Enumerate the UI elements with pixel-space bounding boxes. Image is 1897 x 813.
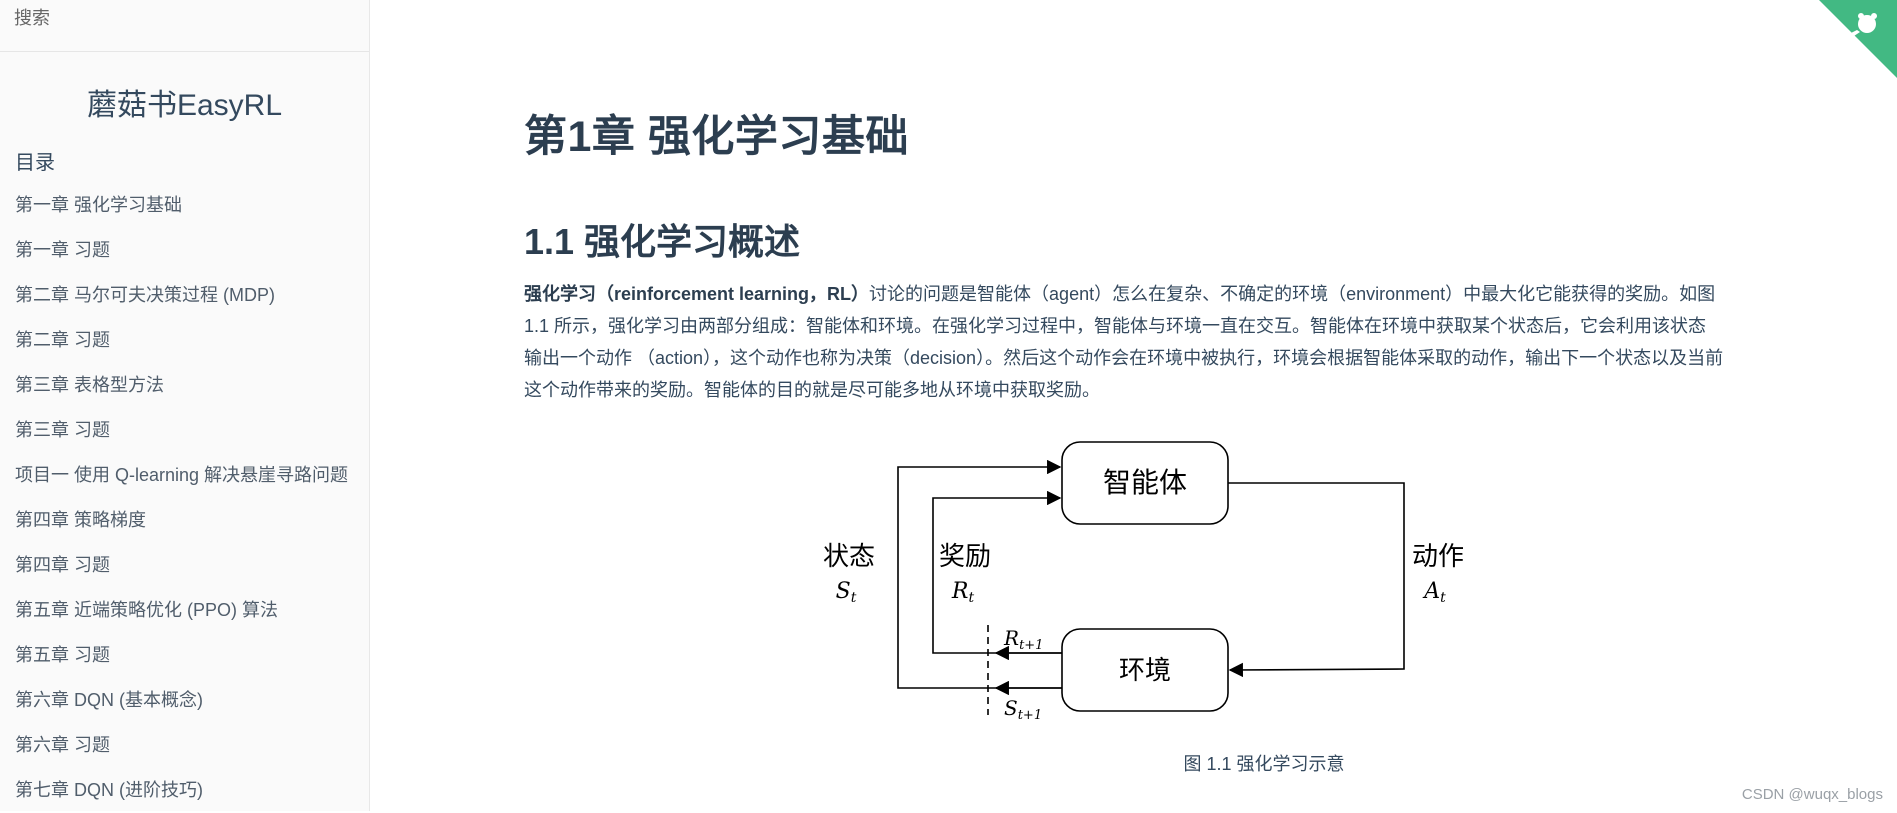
sidebar-item[interactable]: 第六章 习题 (15, 735, 111, 755)
sidebar-item[interactable]: 第三章 表格型方法 (15, 375, 165, 395)
sidebar-item[interactable]: 第六章 DQN (基本概念) (15, 690, 203, 710)
agent-label: 智能体 (1103, 466, 1187, 499)
app-name[interactable]: 蘑菇书EasyRL (86, 89, 283, 122)
sidebar: 蘑菇书EasyRL 目录 第一章 强化学习基础 第一章 习题 第二章 马尔可夫决… (0, 0, 370, 811)
rl-diagram: 智能体 环境 状态 奖励 动作 St Rt At Rt+1 St+1 (823, 441, 1464, 723)
action-label: 动作 (1412, 542, 1464, 572)
intro-bold-term: 强化学习（reinforcement learning，RL） (524, 284, 870, 304)
action-symbol: At (1422, 579, 1446, 606)
sidebar-item[interactable]: 第四章 习题 (15, 555, 111, 575)
figure-caption: 图 1.1 强化学习示意 (1183, 754, 1345, 774)
sidebar-item[interactable]: 第一章 强化学习基础 (15, 195, 183, 215)
sidebar-item[interactable]: 项目一 使用 Q-learning 解决悬崖寻路问题 (15, 465, 349, 485)
toc-heading[interactable]: 目录 (15, 152, 55, 174)
next-state-symbol: St+1 (1004, 696, 1042, 723)
intro-text: 讨论的问题是智能体（agent）怎么在复杂、不确定的环境（environment… (524, 284, 1724, 400)
reward-arrow (932, 490, 1062, 654)
state-arrow (897, 459, 1062, 689)
state-symbol: St (836, 579, 857, 606)
action-arrow (1228, 482, 1405, 678)
sidebar-nav: 第一章 强化学习基础 第一章 习题 第二章 马尔可夫决策过程 (MDP) 第二章… (0, 183, 369, 813)
reward-label: 奖励 (939, 542, 991, 572)
next-reward-symbol: Rt+1 (1003, 626, 1043, 653)
watermark: CSDN @wuqx_blogs (1741, 786, 1883, 803)
sidebar-item[interactable]: 第五章 近端策略优化 (PPO) 算法 (15, 600, 279, 620)
reward-symbol: Rt (951, 579, 975, 606)
sidebar-item[interactable]: 第三章 习题 (15, 420, 111, 440)
sidebar-item[interactable]: 第五章 习题 (15, 645, 111, 665)
sidebar-item[interactable]: 第四章 策略梯度 (15, 510, 147, 530)
environment-box (1061, 628, 1229, 712)
search-input[interactable] (14, 8, 355, 29)
sidebar-item[interactable]: 第一章 习题 (15, 240, 111, 260)
sidebar-item[interactable]: 第二章 马尔可夫决策过程 (MDP) (15, 285, 275, 305)
intro-paragraph: 强化学习（reinforcement learning，RL）讨论的问题是智能体… (524, 278, 1724, 406)
sidebar-item[interactable]: 第二章 习题 (15, 330, 111, 350)
sidebar-item[interactable]: 第七章 DQN (进阶技巧) (15, 780, 203, 800)
search-box (0, 0, 369, 52)
github-corner-icon[interactable] (1807, 0, 1897, 90)
state-label: 状态 (823, 542, 875, 572)
section-title: 1.1 强化学习概述 (524, 221, 801, 262)
chapter-title: 第1章 强化学习基础 (524, 113, 909, 161)
environment-label: 环境 (1119, 656, 1171, 686)
